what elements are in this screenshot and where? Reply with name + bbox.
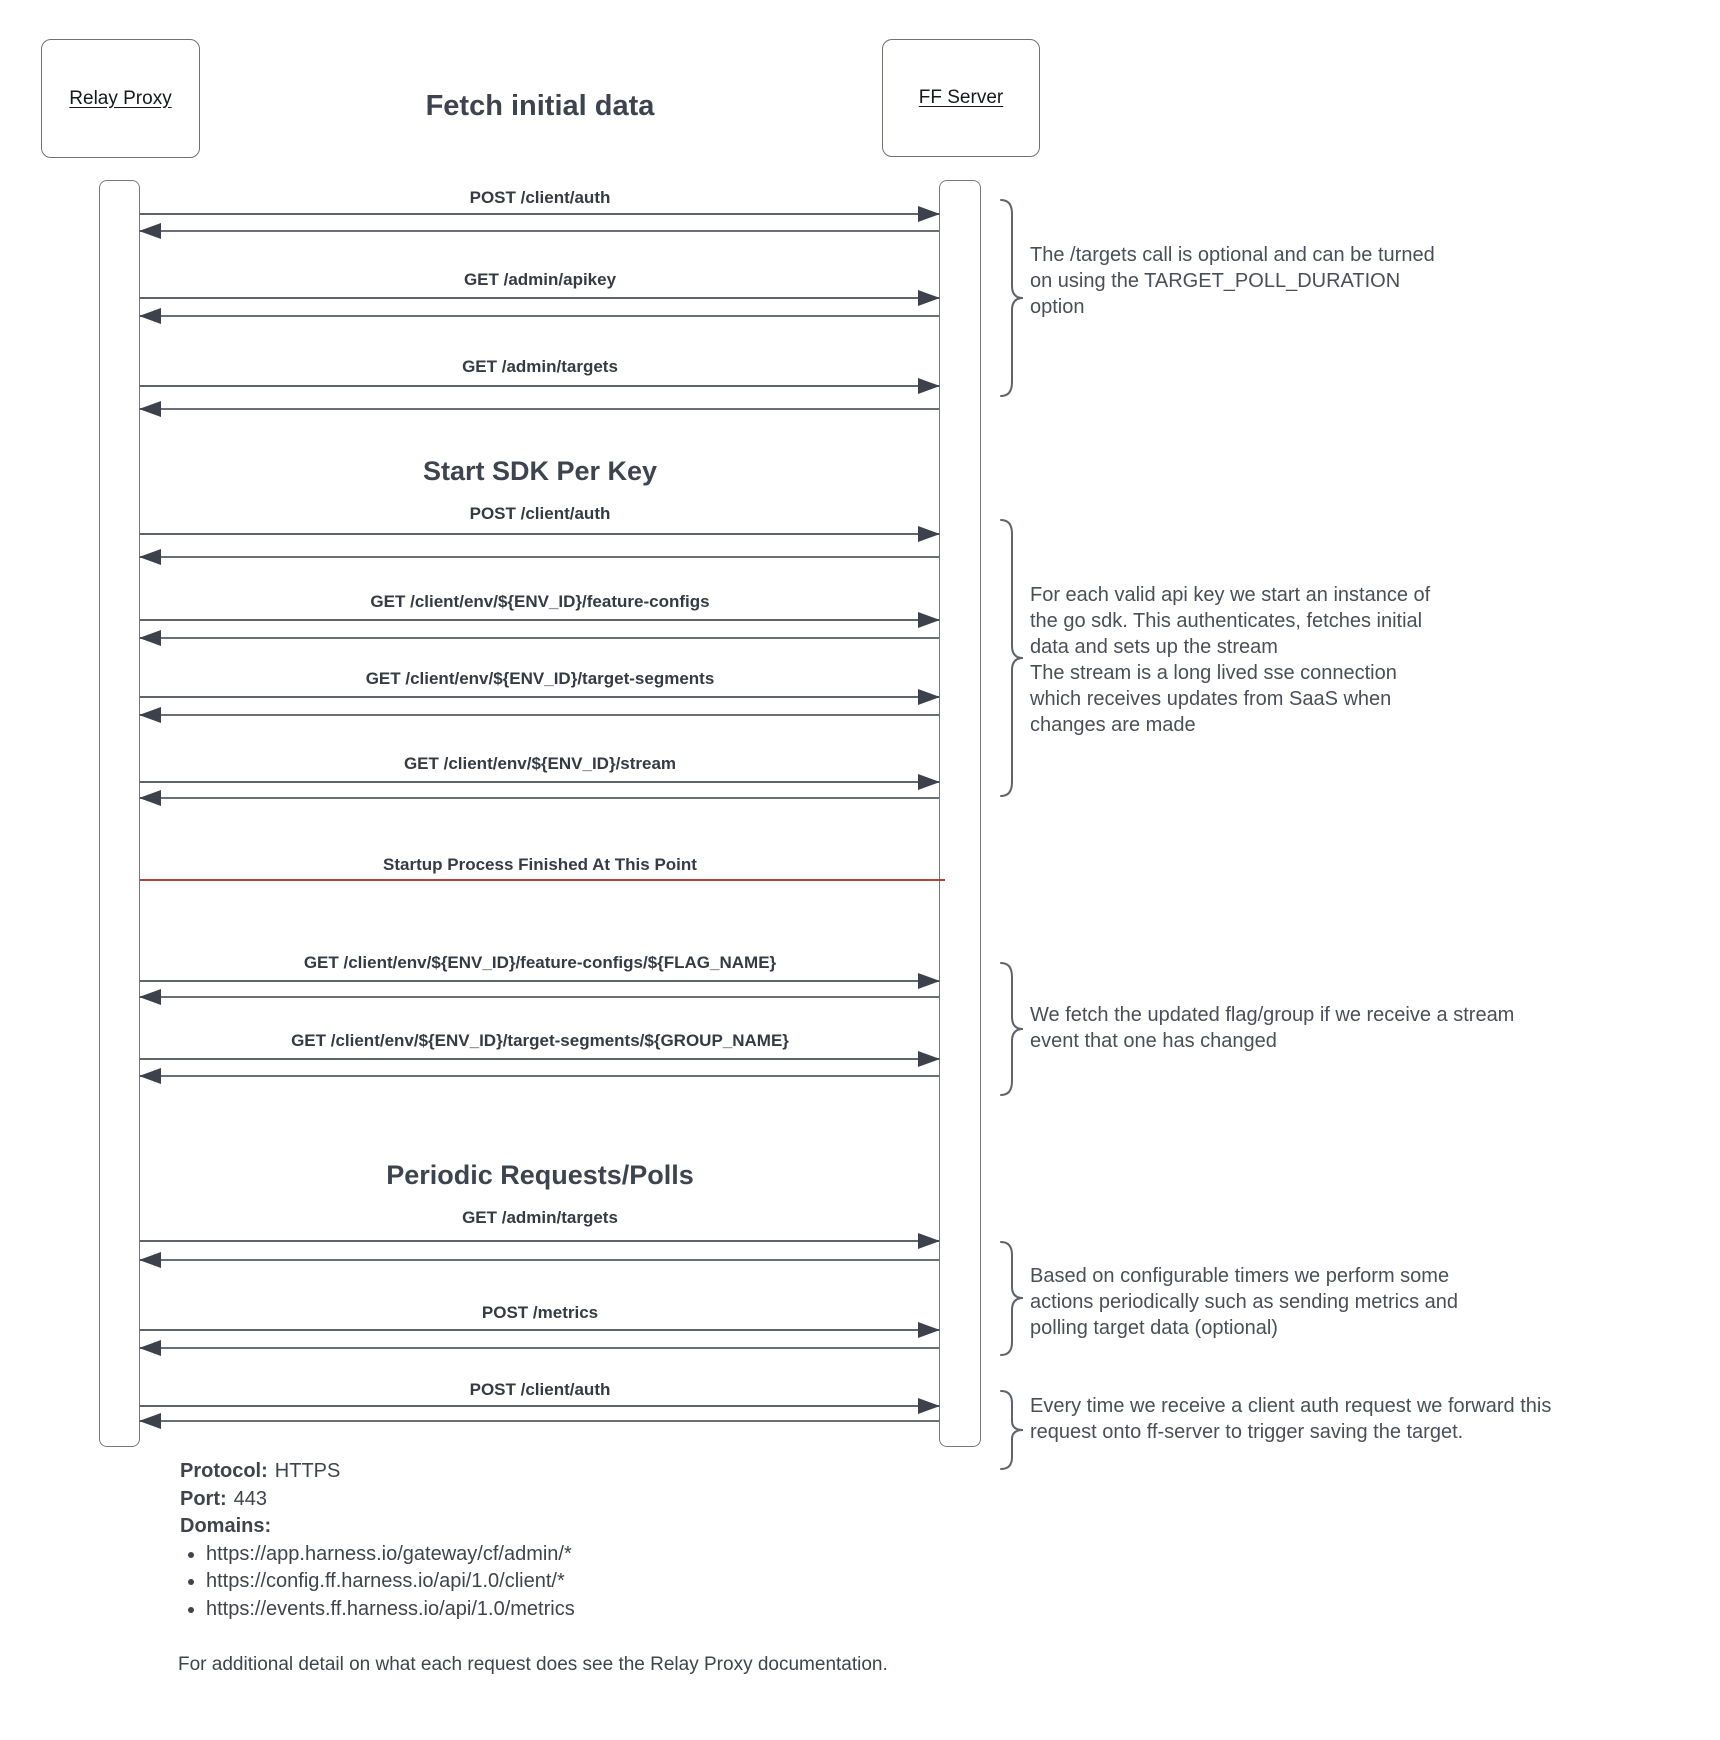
arrowhead-left-icon <box>139 223 161 239</box>
arrowhead-right-icon <box>918 774 940 790</box>
arrowhead-left-icon <box>139 1068 161 1084</box>
message-label: GET /admin/targets <box>462 1208 618 1227</box>
arrowhead-left-icon <box>139 401 161 417</box>
response-arrow <box>139 223 939 239</box>
response-arrow <box>139 1068 939 1084</box>
message-label: POST /client/auth <box>469 1380 611 1399</box>
startup-separator-label: Startup Process Finished At This Point <box>383 855 697 874</box>
response-arrow <box>139 1413 939 1429</box>
domains-list: https://app.harness.io/gateway/cf/admin/… <box>180 1541 575 1624</box>
section-heading-periodic: Periodic Requests/Polls <box>386 1160 694 1190</box>
request-arrow <box>140 612 940 628</box>
startup-separator-line <box>140 879 945 881</box>
arrowhead-right-icon <box>918 1322 940 1338</box>
domain-item: https://events.ff.harness.io/api/1.0/met… <box>206 1596 575 1624</box>
protocol-line: Protocol: HTTPS <box>180 1458 575 1486</box>
actor-box-ff-server: FF Server <box>882 39 1040 157</box>
message-label: GET /client/env/${ENV_ID}/feature-config… <box>370 592 710 611</box>
arrowhead-left-icon <box>139 308 161 324</box>
message-label: POST /metrics <box>481 1303 599 1322</box>
arrowhead-left-icon <box>139 1413 161 1429</box>
brace-icon <box>1000 1241 1024 1356</box>
response-arrow <box>139 630 939 646</box>
arrowhead-left-icon <box>139 1340 161 1356</box>
request-arrow <box>140 973 940 989</box>
port-line: Port: 443 <box>180 1486 575 1514</box>
request-arrow <box>140 1398 940 1414</box>
message-label: GET /client/env/${ENV_ID}/target-segment… <box>291 1031 789 1050</box>
arrowhead-right-icon <box>918 206 940 222</box>
request-arrow <box>140 1322 940 1338</box>
response-arrow <box>139 401 939 417</box>
annotation-client-auth-forward: Every time we receive a client auth requ… <box>1030 1395 1552 1443</box>
arrowhead-left-icon <box>139 549 161 565</box>
brace-icon <box>1000 199 1024 397</box>
message-label: GET /client/env/${ENV_ID}/target-segment… <box>365 669 715 688</box>
request-arrow <box>140 290 940 306</box>
port-label: Port: <box>180 1487 227 1510</box>
actor-label-relay-proxy: Relay Proxy <box>69 87 172 109</box>
arrowhead-right-icon <box>918 378 940 394</box>
arrowhead-left-icon <box>139 1252 161 1268</box>
arrowhead-right-icon <box>918 1233 940 1249</box>
domain-item: https://app.harness.io/gateway/cf/admin/… <box>206 1541 575 1569</box>
request-arrow <box>140 1051 940 1067</box>
lifeline-ff-server <box>939 180 981 1447</box>
domains-label: Domains: <box>180 1515 272 1537</box>
response-arrow <box>139 1340 939 1356</box>
arrowhead-right-icon <box>918 290 940 306</box>
section-heading-start-sdk: Start SDK Per Key <box>422 456 658 486</box>
response-arrow <box>139 989 939 1005</box>
arrowhead-right-icon <box>918 1051 940 1067</box>
protocol-value: HTTPS <box>274 1460 341 1482</box>
port-value: 443 <box>233 1487 268 1510</box>
arrowhead-left-icon <box>139 790 161 806</box>
response-arrow <box>139 549 939 565</box>
request-arrow <box>140 774 940 790</box>
message-label: GET /client/env/${ENV_ID}/stream <box>403 754 677 773</box>
arrowhead-right-icon <box>918 526 940 542</box>
domain-item: https://config.ff.harness.io/api/1.0/cli… <box>206 1568 575 1596</box>
message-label: POST /client/auth <box>469 188 611 207</box>
arrowhead-left-icon <box>139 630 161 646</box>
response-arrow <box>139 790 939 806</box>
arrowhead-left-icon <box>139 989 161 1005</box>
diagram-title: Fetch initial data <box>425 90 655 122</box>
arrowhead-left-icon <box>139 707 161 723</box>
arrowhead-right-icon <box>918 973 940 989</box>
message-label: GET /admin/apikey <box>463 270 617 289</box>
request-arrow <box>140 1233 940 1249</box>
request-arrow <box>140 526 940 542</box>
lifeline-relay-proxy <box>99 180 140 1447</box>
actor-label-ff-server: FF Server <box>918 87 1004 108</box>
arrowhead-right-icon <box>918 689 940 705</box>
request-arrow <box>140 689 940 705</box>
protocol-label: Protocol: <box>180 1460 268 1482</box>
arrowhead-right-icon <box>918 612 940 628</box>
actor-box-relay-proxy: Relay Proxy <box>41 39 200 158</box>
response-arrow <box>139 1252 939 1268</box>
annotation-periodic-timers: Based on configurable timers we perform … <box>1030 1265 1458 1339</box>
annotation-targets-optional: The /targets call is optional and can be… <box>1030 244 1435 318</box>
message-label: GET /admin/targets <box>462 357 618 376</box>
request-arrow <box>140 206 940 222</box>
footer-note: For additional detail on what each reque… <box>178 1654 888 1675</box>
response-arrow <box>139 308 939 324</box>
brace-icon <box>1000 962 1024 1096</box>
response-arrow <box>139 707 939 723</box>
message-label: POST /client/auth <box>469 504 611 523</box>
brace-icon <box>1000 519 1024 797</box>
arrowhead-right-icon <box>918 1398 940 1414</box>
message-label: GET /client/env/${ENV_ID}/feature-config… <box>303 953 777 972</box>
footer-protocol-details: Protocol: HTTPS Port: 443 Domains: https:/… <box>180 1458 575 1623</box>
annotation-fetch-updated: We fetch the updated flag/group if we re… <box>1030 1004 1515 1052</box>
brace-icon <box>1000 1390 1024 1470</box>
request-arrow <box>140 378 940 394</box>
annotation-sdk-per-key: For each valid api key we start an insta… <box>1030 584 1431 736</box>
